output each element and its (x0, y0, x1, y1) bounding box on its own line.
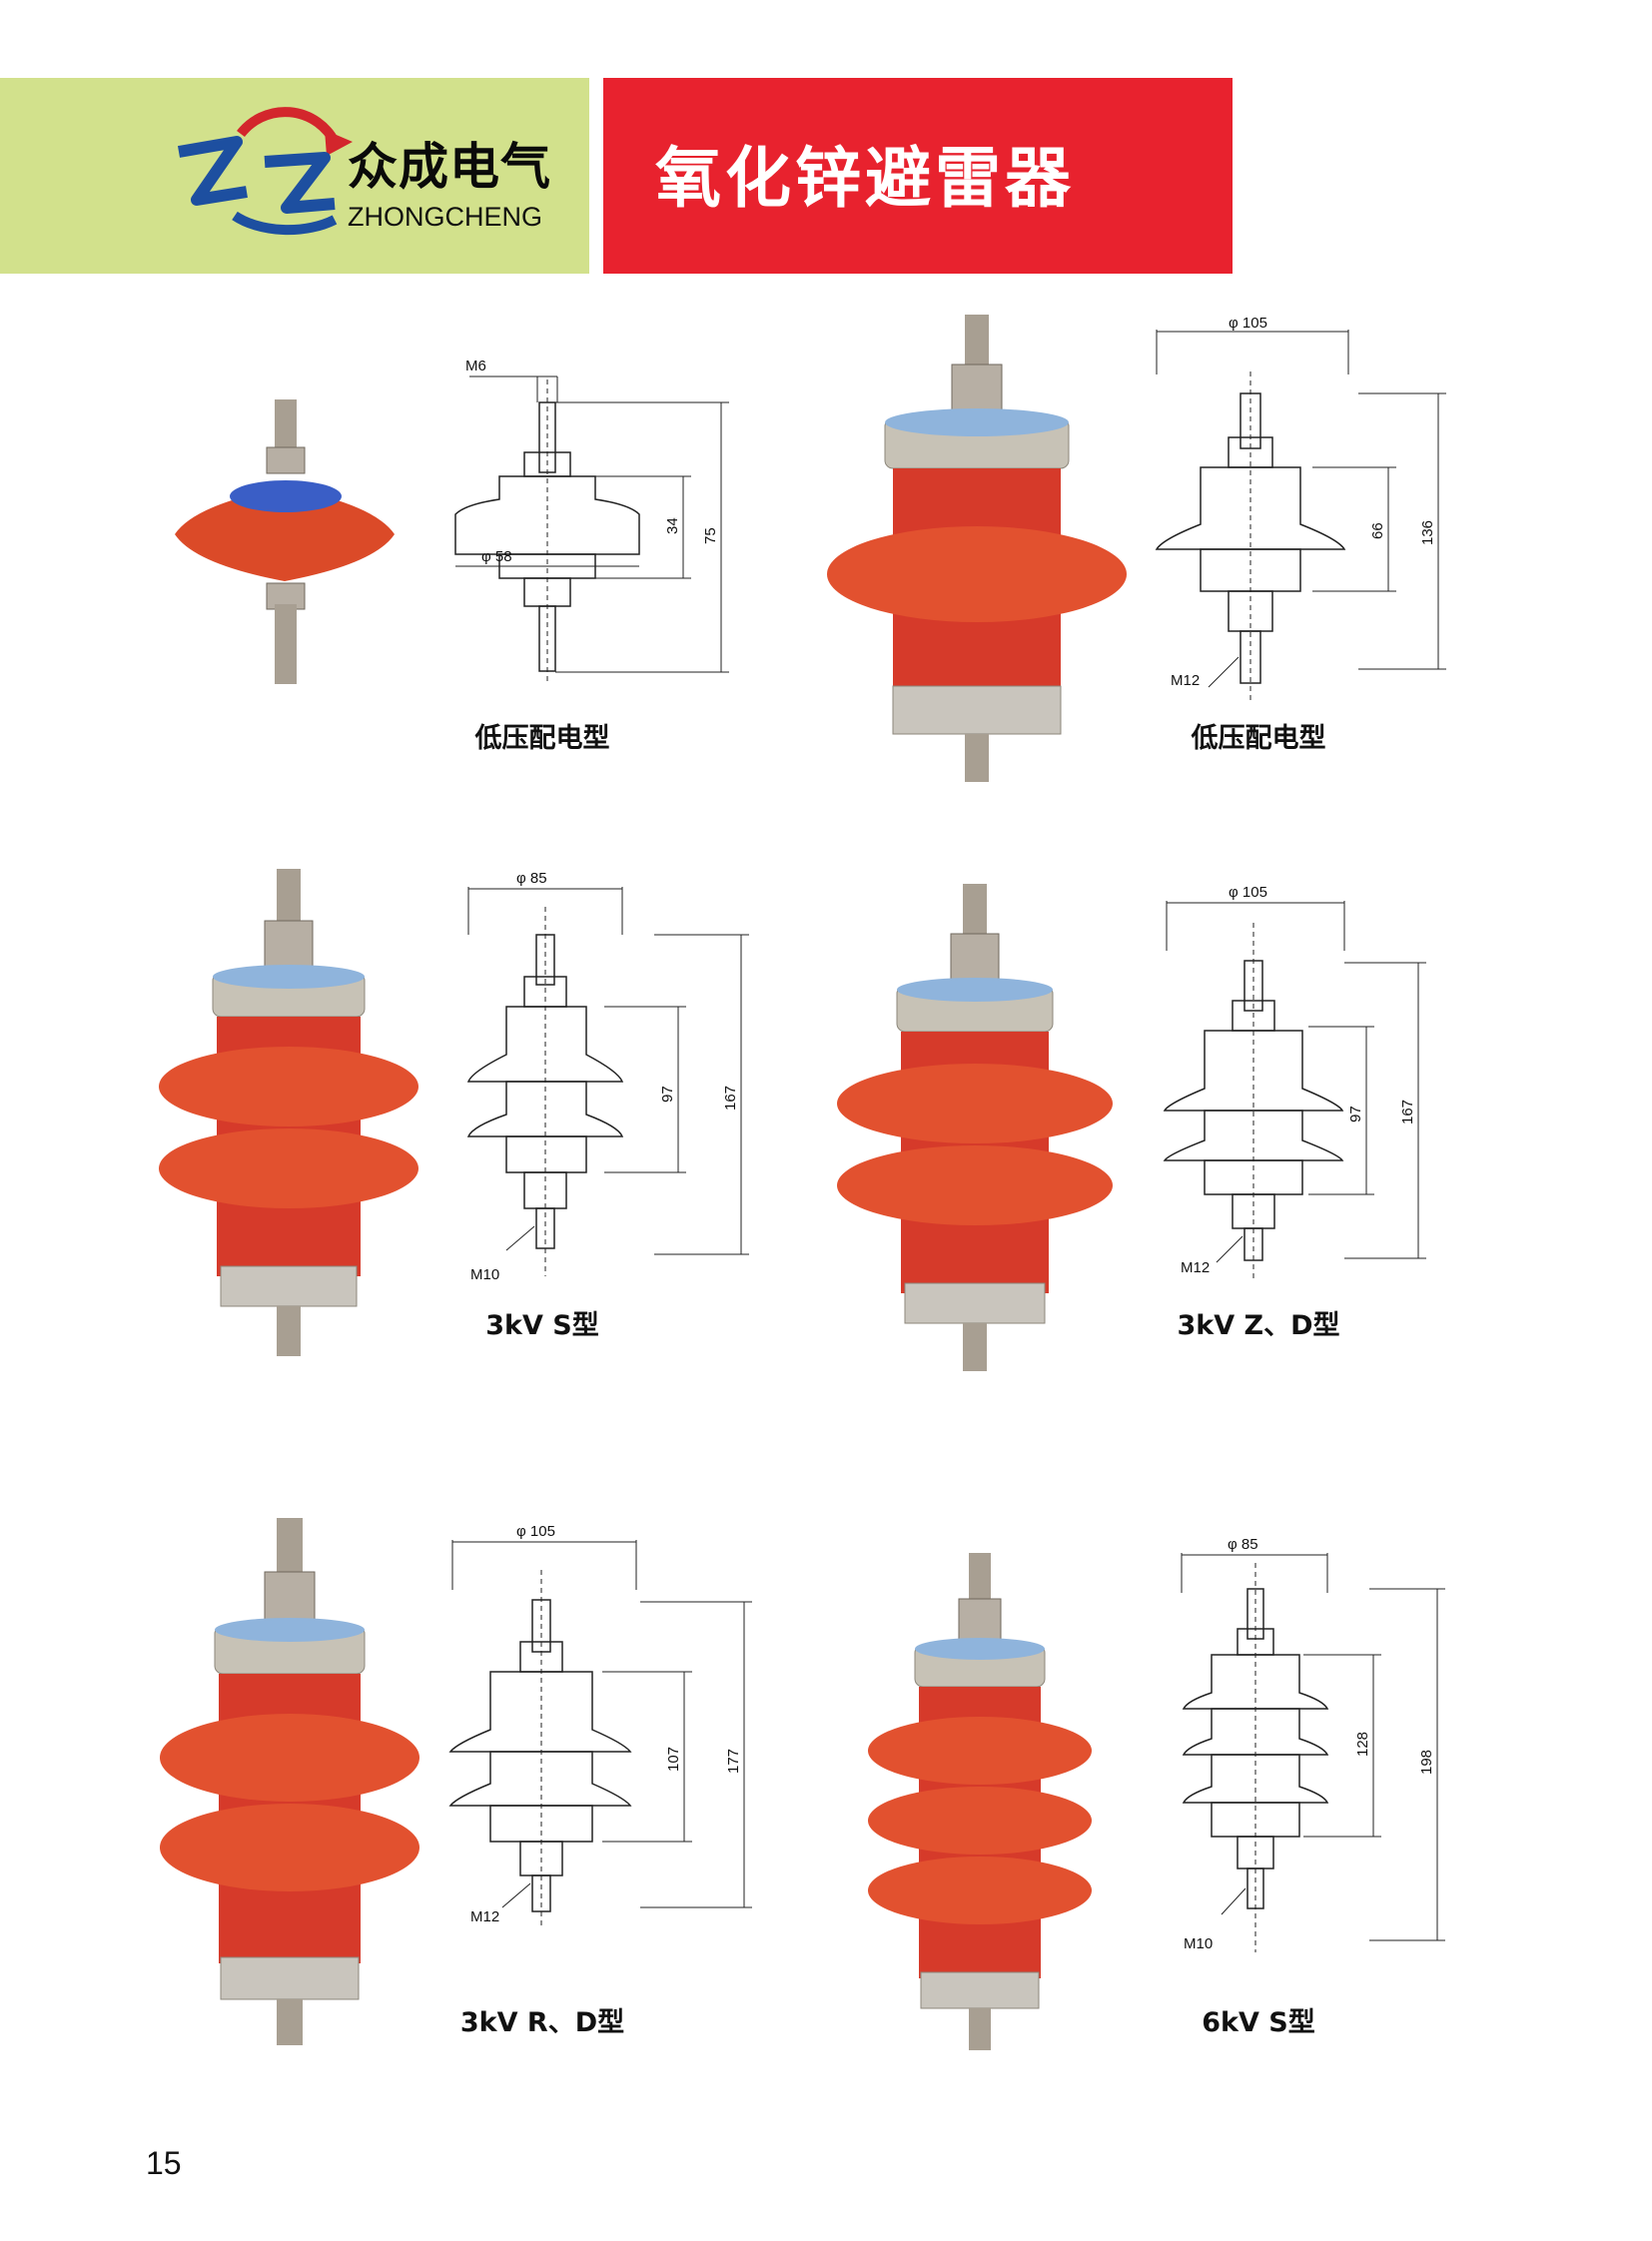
brand-name-en: ZHONGCHENG (348, 202, 542, 232)
zhongcheng-logo-icon (177, 107, 353, 236)
dim-diameter-6: φ 85 (1228, 1536, 1258, 1553)
dim-diameter-4: φ 105 (1229, 884, 1267, 901)
dim-diameter-3: φ 85 (516, 870, 547, 887)
product-caption-4: 3kV Z、D型 (1177, 1310, 1340, 1341)
dim-total-height-1: 75 (702, 527, 719, 544)
dimension-drawing-2: φ 105 M12 66 136 (1155, 315, 1446, 701)
dim-body-height-2: 66 (1369, 522, 1386, 539)
product-caption-5: 3kV R、D型 (459, 2007, 625, 2038)
product-photo-4 (837, 884, 1113, 1371)
dim-body-height-6: 128 (1354, 1732, 1371, 1757)
page-title: 氧化锌避雷器 (655, 140, 1075, 217)
product-photo-1 (175, 399, 395, 684)
dim-total-height-3: 167 (722, 1086, 739, 1111)
product-photo-6 (868, 1553, 1092, 2050)
dimension-drawing-6: φ 85 M10 128 198 (1181, 1536, 1445, 1952)
dimension-drawing-4: φ 105 M12 97 167 (1163, 884, 1426, 1278)
dim-body-height-1: 34 (664, 517, 681, 534)
dim-total-height-4: 167 (1399, 1100, 1416, 1124)
dim-terminal-5: M12 (470, 1908, 499, 1925)
product-photo-2 (827, 315, 1127, 782)
dim-terminal-2: M12 (1171, 672, 1200, 689)
product-caption-2: 低压配电型 (1191, 723, 1326, 754)
dim-body-height-5: 107 (665, 1747, 682, 1772)
product-photo-3 (159, 869, 418, 1356)
page-number: 15 (146, 2145, 182, 2181)
dimension-drawing-1: M6 φ 58 34 75 (454, 358, 729, 684)
dim-total-height-2: 136 (1419, 520, 1436, 545)
dim-terminal-1: M6 (465, 358, 486, 374)
dim-body-height-4: 97 (1347, 1106, 1364, 1122)
dimension-drawing-5: φ 105 M12 107 177 (448, 1523, 752, 1927)
dimension-drawing-3: φ 85 M10 97 167 (466, 870, 749, 1283)
dim-terminal-4: M12 (1181, 1259, 1210, 1276)
dim-total-height-6: 198 (1418, 1750, 1435, 1775)
dim-total-height-5: 177 (725, 1749, 742, 1774)
product-caption-1: 低压配电型 (474, 723, 610, 754)
dim-diameter-1: φ 58 (481, 548, 512, 565)
dim-diameter-5: φ 105 (516, 1523, 555, 1540)
dim-terminal-6: M10 (1184, 1935, 1213, 1952)
dim-body-height-3: 97 (659, 1086, 676, 1103)
dim-terminal-3: M10 (470, 1266, 499, 1283)
product-caption-6: 6kV S型 (1202, 2007, 1315, 2038)
header-title-panel (603, 78, 1233, 274)
brand-name-cn: 众成电气 (348, 138, 551, 196)
dim-diameter-2: φ 105 (1229, 315, 1267, 332)
product-caption-3: 3kV S型 (485, 1310, 599, 1341)
product-photo-5 (160, 1518, 419, 2045)
